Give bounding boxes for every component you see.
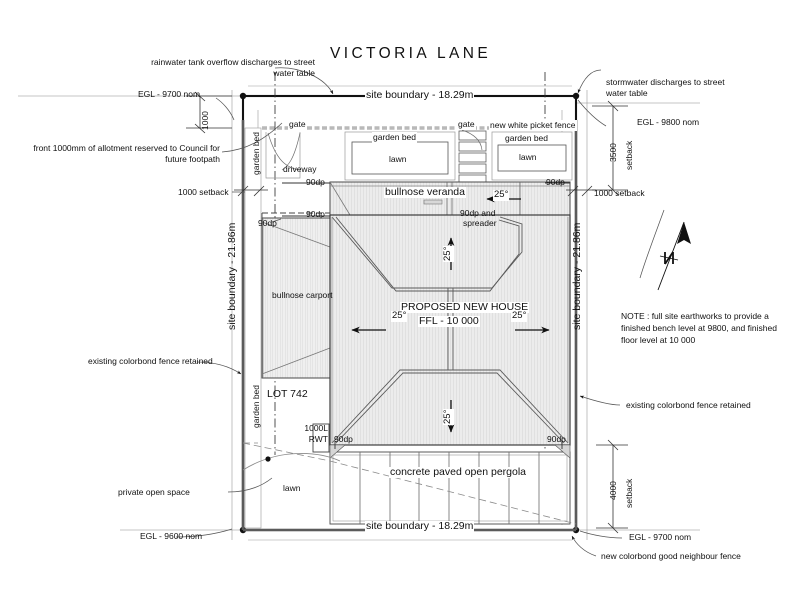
fence-left-label: existing colorbond fence retained <box>88 356 213 366</box>
roof-hip-lines-lower <box>331 369 569 444</box>
new-fence-bottom-label: new colorbond good neighbour fence <box>601 551 741 561</box>
lawn-top1-label: lawn <box>389 154 407 164</box>
boundary-left-label: site boundary - 21.86m <box>226 222 238 330</box>
annotation-stormwater: stormwater discharges to street water ta… <box>606 77 725 98</box>
boundary-top-label: site boundary - 18.29m <box>365 89 475 101</box>
pitch-label-down: 25° <box>442 408 454 425</box>
private-open-space-line <box>242 453 341 471</box>
rwt-label-line2: RWT <box>308 434 328 444</box>
driveway-label: driveway <box>283 164 317 174</box>
egl-top-right-label: EGL - 9800 nom <box>637 117 700 127</box>
picket-fence-label: new white picket fence <box>489 120 577 131</box>
downpipe-label-1: 90dp <box>306 177 325 187</box>
dim-4000-label: 4000 <box>608 481 618 500</box>
pergola-bay-dividers <box>359 452 540 524</box>
egl-top-left-label: EGL - 9700 nom <box>138 89 201 99</box>
downpipe-label-3: 90dp <box>258 218 277 228</box>
garden-bed-top2-label: garden bed <box>504 133 550 144</box>
front-setback-ticks <box>234 185 596 197</box>
leader-lines <box>175 67 665 557</box>
dim-1000-front-label: 1000 <box>200 111 210 130</box>
concrete-paved-open-pergola <box>329 444 571 525</box>
fence-right-label: existing colorbond fence retained <box>626 400 751 410</box>
downpipe-spreader-line2: spreader <box>463 218 497 228</box>
gate-right-label: gate <box>457 119 476 130</box>
lawn-bottom-label: lawn <box>283 483 301 493</box>
downpipe-spreader-line1: 90dp and <box>460 208 496 218</box>
annotation-council-footpath: front 1000mm of allotment reserved to Co… <box>33 143 220 164</box>
setback-front-right-label: 1000 setback <box>594 188 645 198</box>
dim-3500-setback <box>592 100 628 196</box>
dim-3500-label: 3500 <box>608 143 618 162</box>
annotation-rainwater-overflow: rainwater tank overflow discharges to st… <box>151 57 315 78</box>
boundary-bottom-label: site boundary - 18.29m <box>365 520 475 532</box>
setback-front-left-label: 1000 setback <box>178 187 229 197</box>
pitch-label-left: 25° <box>391 310 408 322</box>
carport-label-line1: bullnose carport <box>272 290 333 300</box>
downpipe-label-4: 90dp <box>546 177 565 187</box>
rwt-label-line1: 1000L <box>304 423 328 433</box>
house-ffl-label: FFL - 10 000 <box>418 315 480 327</box>
pergola-label: concrete paved open pergola <box>389 466 528 478</box>
egl-bottom-right-label: EGL - 9700 nom <box>629 532 692 542</box>
dim-4000-setback-word: setback <box>624 478 634 508</box>
gate-left-label: gate <box>288 119 307 130</box>
garden-bed-lower-label: garden bed <box>251 384 261 428</box>
roof-hip-lines-upper <box>331 216 523 292</box>
dim-3500-setback-word: setback <box>624 140 634 170</box>
rainwater-tank <box>312 423 330 453</box>
downpipe-label-5: 90dp <box>334 434 353 444</box>
dim-4000-setback <box>596 439 628 534</box>
downpipe-label-2: 90dp <box>306 209 325 219</box>
boundary-right-label: site boundary - 21.86m <box>571 222 583 330</box>
lot-number-label: LOT 742 <box>267 388 308 400</box>
north-arrow <box>657 221 691 291</box>
front-steps <box>458 130 487 185</box>
bullnose-carport <box>261 212 331 379</box>
pitch-label-up: 25° <box>442 245 454 262</box>
downpipe-label-6: 90dp <box>547 434 566 444</box>
street-name-title: VICTORIA LANE <box>330 45 492 62</box>
private-open-space-label: private open space <box>118 487 190 497</box>
house-title-label: PROPOSED NEW HOUSE <box>400 301 530 313</box>
downpipe-leaders <box>282 182 570 449</box>
garden-bed-left-label: garden bed <box>251 131 261 175</box>
lawn-top2-label: lawn <box>519 152 537 162</box>
pitch-label-right: 25° <box>511 310 528 322</box>
egl-bottom-left-label: EGL - 9600 nom <box>140 531 203 541</box>
garden-bed-top1-label: garden bed <box>372 132 418 143</box>
solar-access-dashed <box>242 442 577 525</box>
dim-1000-front <box>186 91 232 134</box>
veranda-label: bullnose veranda <box>384 186 466 198</box>
pitch-label-veranda: 25° <box>493 189 510 201</box>
site-earthworks-note: NOTE : full site earthworks to provide a… <box>621 311 777 345</box>
